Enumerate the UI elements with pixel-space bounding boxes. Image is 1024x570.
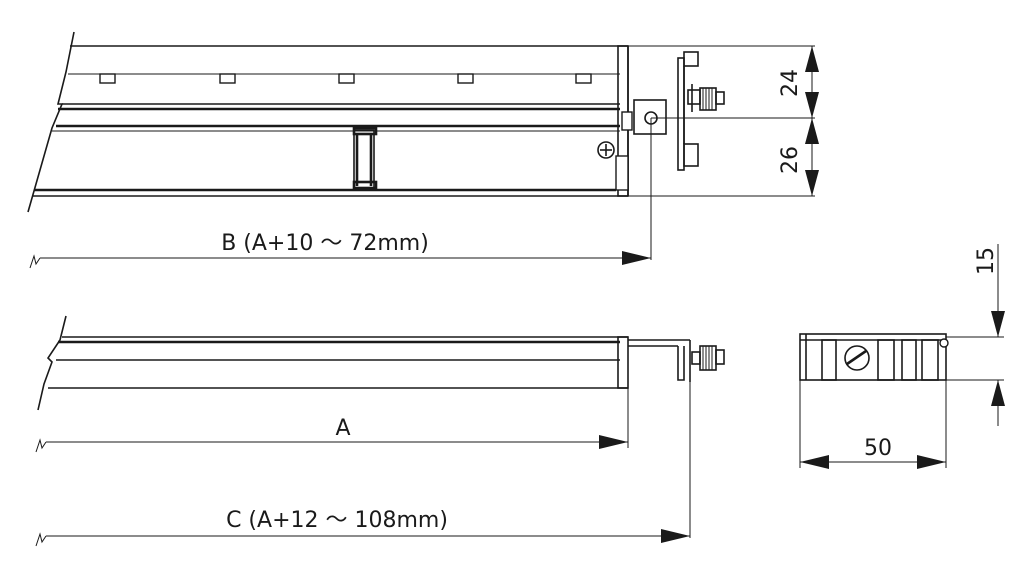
arrow-a [599,435,628,449]
dimension-a: A [35,416,628,453]
arrow-c [661,529,690,543]
arrow-b [622,251,651,265]
arrow-15-top [991,311,1005,337]
arrow-24-bottom [805,92,819,118]
middle-view [37,315,725,538]
arrow-15-bottom [991,380,1005,406]
arrow-50-left [800,455,829,469]
dim-50-label: 50 [864,436,892,461]
dim-26-label: 26 [778,146,803,174]
dim-24-label: 24 [778,69,803,97]
dim-15-label: 15 [974,247,999,275]
arrow-50-right [917,455,946,469]
dimension-24-26: 24 26 [628,45,819,197]
dimension-c: C (A+12 ～ 108mm) [35,508,690,547]
dim-a-label: A [335,416,350,441]
top-view [27,31,725,260]
dim-c-label: C (A+12 ～ 108mm) [226,508,448,533]
arrow-24-top [805,46,819,72]
dimension-50: 50 [800,436,946,469]
arrow-26-bottom [805,170,819,196]
dim-b-label: B (A+10 ～ 72mm) [221,231,429,256]
dimension-b: B (A+10 ～ 72mm) [29,231,651,269]
dimension-15: 15 [974,244,1005,426]
arrow-26-top [805,118,819,144]
end-view [799,333,1004,468]
